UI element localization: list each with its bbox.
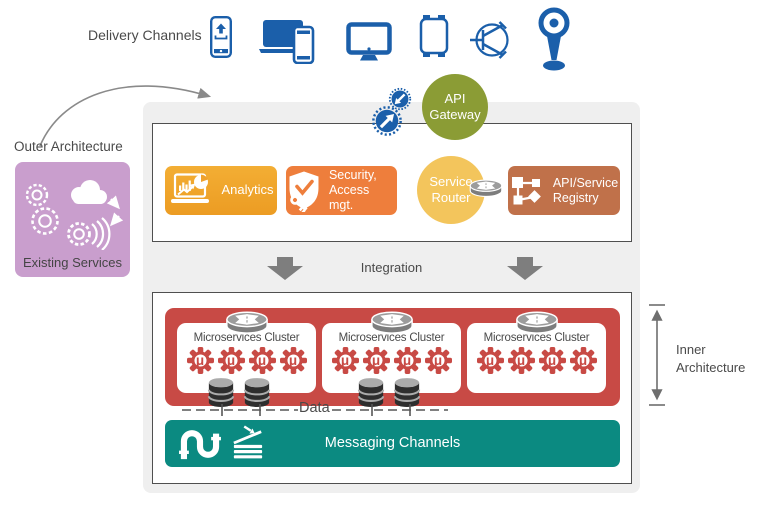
laptop-analytics-icon <box>171 172 210 203</box>
cluster-title: Microservices Cluster <box>338 332 445 344</box>
microservice-gear-icon: μ <box>249 347 276 374</box>
router-icon <box>514 310 560 336</box>
microservice-gear-icon: μ <box>187 347 214 374</box>
cluster-title: Microservices Cluster <box>483 332 590 344</box>
microservice-gear-icon: μ <box>539 347 566 374</box>
inner-architecture-label: Inner Architecture <box>676 342 746 375</box>
analytics-card: Analytics <box>165 166 277 215</box>
circuit-node-icon <box>470 21 509 59</box>
microservice-gear-icon: μ <box>508 347 535 374</box>
analytics-label: Analytics <box>221 182 274 198</box>
data-connection-line <box>332 403 448 417</box>
microservices-cluster-card: Microservices Cluster μ μ μ μ <box>322 323 461 393</box>
router-icon <box>369 310 415 336</box>
integration-label: Integration <box>360 260 423 275</box>
microservice-gear-icon: μ <box>363 347 390 374</box>
outer-architecture-label: Outer Architecture <box>14 139 123 154</box>
microservice-gear-icon: μ <box>280 347 307 374</box>
gear-arrow-northeast-icon <box>372 106 402 136</box>
gears-cloud-icon <box>25 180 124 250</box>
microservice-gear-icon: μ <box>332 347 359 374</box>
outer-architecture-pointer-arrow <box>39 85 212 147</box>
connected-device-icon <box>419 15 449 57</box>
smart-camera-icon <box>538 7 570 71</box>
desktop-monitor-icon <box>346 22 392 61</box>
microservice-gear-icon: μ <box>425 347 452 374</box>
existing-services-label: Existing Services <box>23 255 122 270</box>
messaging-channels-bar: Messaging Channels <box>165 420 620 467</box>
data-connection-line <box>182 403 298 417</box>
microservice-gear-row: μ μ μ μ <box>322 347 461 374</box>
mobile-app-icon <box>210 16 232 58</box>
inner-architecture-measure-arrow <box>649 304 665 406</box>
cluster-title: Microservices Cluster <box>193 332 300 344</box>
service-router-icon <box>468 176 504 201</box>
gear-arrow-southwest-icon <box>388 87 412 111</box>
linked-nodes-icon <box>511 176 541 204</box>
data-label: Data <box>299 400 330 416</box>
laptop-phone-icon <box>259 20 315 64</box>
microservice-gear-icon: μ <box>218 347 245 374</box>
shield-check-key-icon <box>289 171 319 212</box>
existing-services-box: Existing Services <box>15 162 130 277</box>
security-card: Security,Access mgt. <box>286 166 397 215</box>
pipeline-icon <box>179 430 221 460</box>
messaging-channels-label: Messaging Channels <box>324 435 461 451</box>
microservice-gear-icon: μ <box>570 347 597 374</box>
microservices-red-box: Microservices Cluster μ μ μ μ Microservi… <box>165 308 620 406</box>
message-queue-icon <box>233 425 263 459</box>
api-gateway-circle: API Gateway <box>422 74 488 140</box>
microservice-gear-icon: μ <box>477 347 504 374</box>
security-label: Security,Access mgt. <box>328 168 377 212</box>
microservice-gear-row: μ μ μ μ <box>177 347 316 374</box>
router-icon <box>224 310 270 336</box>
microservice-gear-row: μ μ μ μ <box>467 347 606 374</box>
delivery-channels-label: Delivery Channels <box>88 27 202 43</box>
microservices-cluster-card: Microservices Cluster μ μ μ μ <box>467 323 606 393</box>
microservice-gear-icon: μ <box>394 347 421 374</box>
